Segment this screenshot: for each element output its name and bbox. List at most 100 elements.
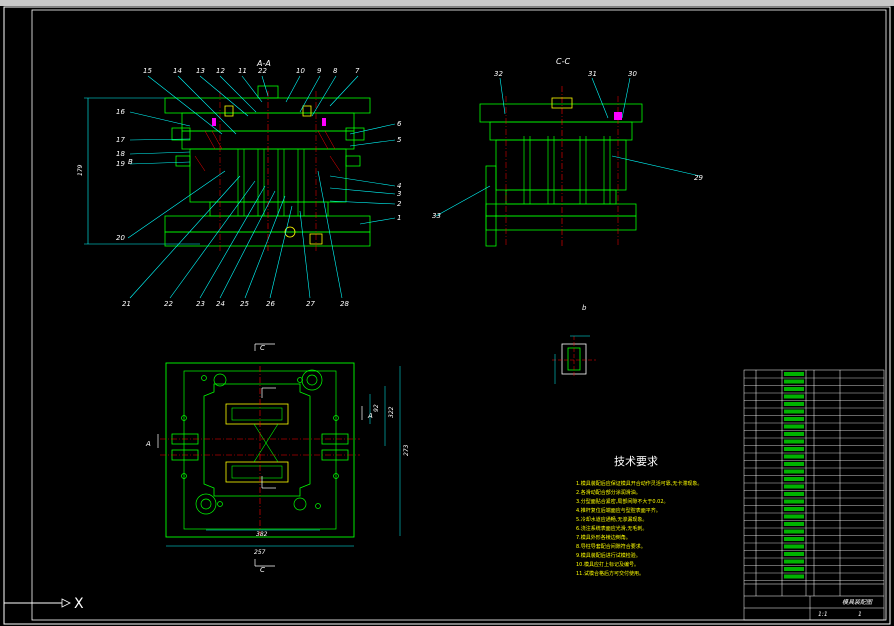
view-cc: C-C 32 31 30 29 33 bbox=[432, 57, 703, 247]
part-label-aa-12: 18 bbox=[116, 150, 125, 158]
parts-list-cell-fill bbox=[784, 567, 804, 571]
tech-line-8: 8.导柱导套配合间隙符合要求。 bbox=[576, 543, 646, 550]
part-label-aa-14: 20 bbox=[116, 234, 125, 242]
part-label-aa-21: 27 bbox=[306, 300, 315, 308]
tech-line-3: 3.分型面贴合紧密,局部间隙不大于0.02。 bbox=[576, 498, 669, 505]
dim-plan-height: 273 bbox=[403, 444, 410, 456]
parts-list-cell-fill bbox=[784, 372, 804, 376]
parts-list-cell-fill bbox=[784, 402, 804, 406]
parts-list-cell-fill bbox=[784, 477, 804, 481]
parts-list-cell-fill bbox=[784, 544, 804, 549]
part-label-cc-4: 33 bbox=[432, 212, 441, 220]
part-label-aa-9: 7 bbox=[355, 67, 360, 75]
part-label-aa-16: 22 bbox=[164, 300, 173, 308]
part-label-aa-24: 5 bbox=[397, 136, 402, 144]
parts-list-cell-fill bbox=[784, 507, 804, 511]
part-label-aa-2: 13 bbox=[196, 67, 205, 75]
part-label-aa-6: 10 bbox=[296, 67, 305, 75]
parts-list-cell-fill bbox=[784, 522, 804, 526]
part-label-aa-7: 9 bbox=[317, 67, 322, 75]
parts-list-cell-fill bbox=[784, 379, 804, 384]
tech-line-10: 10.模具应打上标记及编号。 bbox=[576, 561, 639, 568]
parts-list-cell-fill bbox=[784, 394, 804, 399]
view-aa-title: A-A bbox=[256, 59, 271, 68]
cad-drawing-canvas[interactable]: A-A 179 bbox=[0, 6, 894, 626]
parts-list-cell-fill bbox=[784, 387, 804, 391]
tech-line-1: 1.模具装配后应保证模具开合动作灵活可靠,无卡滞现象。 bbox=[576, 480, 702, 487]
dim-plan-inner: 382 bbox=[256, 531, 268, 538]
detail-b: b bbox=[552, 304, 596, 384]
ucs-x-label: X bbox=[74, 596, 84, 612]
detail-title: b bbox=[582, 304, 587, 312]
parts-list-cell-fill bbox=[784, 537, 804, 541]
technical-requirements: 技术要求 1.模具装配后应保证模具开合动作灵活可靠,无卡滞现象。 2.各滑动配合… bbox=[576, 455, 702, 577]
parts-list-cell-fill bbox=[784, 469, 804, 474]
part-label-aa-15: 21 bbox=[122, 300, 131, 308]
part-label-aa-17: 23 bbox=[196, 300, 205, 308]
parts-list-cell-fill bbox=[784, 432, 804, 436]
parts-list-rows bbox=[744, 372, 884, 581]
view-aa: A-A 179 bbox=[77, 59, 402, 308]
part-label-aa-10: 16 bbox=[116, 108, 125, 116]
drawing-frame-inner bbox=[31, 9, 887, 621]
part-label-aa-4: 11 bbox=[238, 67, 247, 75]
view-cc-title: C-C bbox=[556, 57, 570, 66]
part-label-aa-25: 4 bbox=[397, 182, 401, 190]
part-label-aa-3: 12 bbox=[216, 67, 225, 75]
ucs-axis-icon: X bbox=[4, 596, 84, 612]
tech-line-2: 2.各滑动配合部分涂润滑油。 bbox=[576, 489, 641, 496]
section-mark-a-left: A bbox=[145, 440, 151, 448]
part-label-aa-18: 24 bbox=[216, 300, 225, 308]
part-label-aa-23: 6 bbox=[397, 120, 402, 128]
part-label-aa-13: 19 bbox=[116, 160, 125, 168]
parts-list-cell-fill bbox=[784, 454, 804, 459]
title-block-scale: 1:1 bbox=[818, 611, 828, 618]
part-label-aa-19: 25 bbox=[240, 300, 249, 308]
part-label-aa-8: 8 bbox=[333, 67, 338, 75]
section-mark-c-top: C bbox=[260, 344, 265, 352]
part-label-aa-0: 15 bbox=[143, 67, 152, 75]
part-label-aa-11: 17 bbox=[116, 136, 125, 144]
title-block-sheet: 1 bbox=[858, 611, 862, 618]
view-plan: 257 382 273 322 92 C C A A bbox=[145, 343, 410, 574]
parts-list-cell-fill bbox=[784, 499, 804, 504]
parts-list-cell-fill bbox=[784, 417, 804, 421]
parts-list-cell-fill bbox=[784, 439, 804, 444]
parts-list-table bbox=[743, 369, 885, 621]
parts-list-cell-fill bbox=[784, 447, 804, 451]
part-label-cc-0: 32 bbox=[494, 70, 503, 78]
part-label-cc-3: 29 bbox=[694, 174, 703, 182]
tech-title: 技术要求 bbox=[614, 455, 658, 468]
section-mark-c-bottom: C bbox=[260, 566, 265, 574]
parts-list-cell-fill bbox=[784, 574, 804, 579]
tech-line-6: 6.浇注系统表面应光滑,无毛刺。 bbox=[576, 525, 647, 532]
tech-line-9: 9.模具装配后进行试模检验。 bbox=[576, 552, 641, 559]
part-label-aa-1: 14 bbox=[173, 67, 182, 75]
part-label-aa-27: 2 bbox=[397, 200, 402, 208]
parts-list-cell-fill bbox=[784, 484, 804, 489]
part-label-cc-1: 31 bbox=[588, 70, 597, 78]
part-label-aa-5: 22 bbox=[258, 67, 267, 75]
tech-line-4: 4.推杆复位后端面应与型腔表面平齐。 bbox=[576, 507, 661, 514]
dim-plan-ht2: 322 bbox=[388, 406, 395, 418]
tech-line-7: 7.模具外形各棱边倒角。 bbox=[576, 534, 631, 541]
part-label-aa-20: 26 bbox=[266, 300, 275, 308]
dim-overall-height: 179 bbox=[77, 164, 84, 176]
section-mark-b: B bbox=[128, 158, 133, 166]
dim-plan-width: 257 bbox=[254, 549, 266, 556]
window-top-strip bbox=[0, 0, 894, 6]
tech-line-5: 5.冷却水道应通畅,无渗漏现象。 bbox=[576, 516, 647, 523]
drawing-frame-outer bbox=[3, 6, 891, 625]
part-label-aa-26: 3 bbox=[397, 190, 401, 198]
parts-list-cell-fill bbox=[784, 492, 804, 496]
dim-plan-small: 92 bbox=[373, 404, 380, 412]
title-block-name: 模具装配图 bbox=[842, 598, 873, 606]
section-mark-a-right: A bbox=[367, 412, 373, 420]
parts-list-cell-fill bbox=[784, 559, 804, 564]
part-label-aa-28: 1 bbox=[397, 214, 401, 222]
parts-list-cell-fill bbox=[784, 409, 804, 414]
parts-list-cell-fill bbox=[784, 529, 804, 534]
tech-line-11: 11.试模合格后方可交付使用。 bbox=[576, 570, 644, 577]
parts-list-cell-fill bbox=[784, 462, 804, 466]
parts-list-cell-fill bbox=[784, 552, 804, 556]
